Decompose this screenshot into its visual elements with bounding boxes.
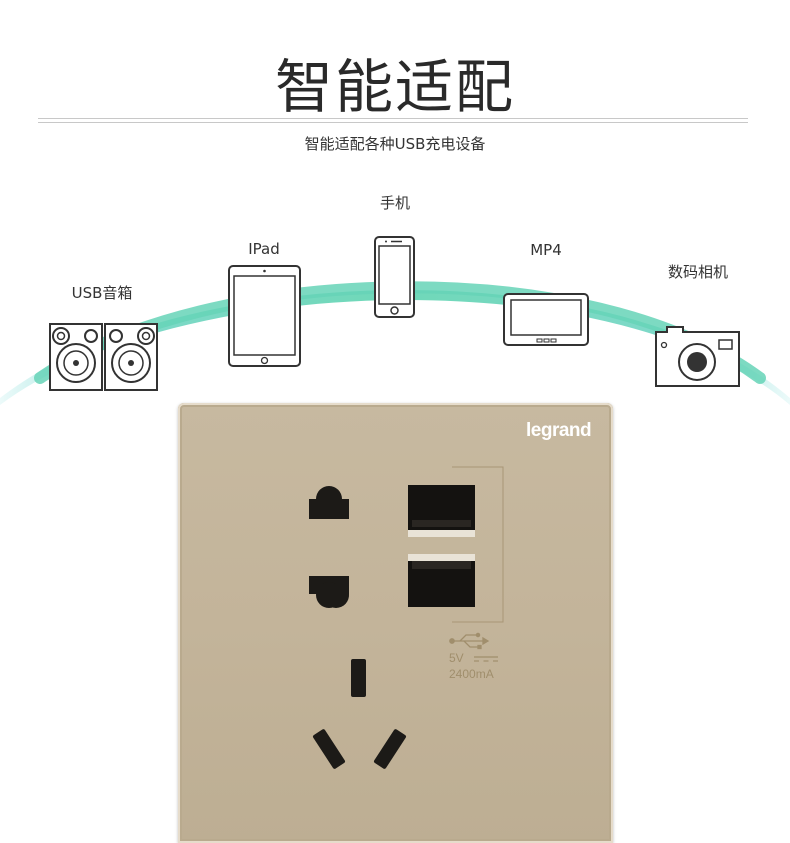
device-label-phone: 手机 — [379, 194, 411, 212]
two-pin-socket-top — [309, 486, 349, 519]
socket-panel — [178, 403, 613, 843]
connection-arc — [0, 289, 790, 405]
phone-icon — [374, 236, 415, 318]
ground-pin-slot — [351, 659, 366, 697]
device-label-tablet: IPad — [248, 240, 280, 258]
mp4-player-icon — [503, 293, 589, 346]
usb-bracket — [452, 466, 504, 623]
dc-symbol-icon — [474, 656, 498, 662]
neutral-pin-slot-right — [374, 729, 406, 769]
live-pin-slot-left — [313, 729, 345, 769]
two-pin-socket-bottom — [309, 576, 350, 609]
tablet-icon — [228, 265, 301, 367]
device-label-speakers: USB音箱 — [71, 284, 133, 302]
usb-port-bottom — [408, 554, 475, 607]
device-label-mp4: MP4 — [530, 241, 562, 259]
device-label-camera: 数码相机 — [667, 263, 729, 281]
speakers-icon — [49, 323, 158, 391]
usb-port-top — [408, 485, 475, 537]
title-divider-top — [38, 118, 748, 119]
usb-voltage: 5V — [449, 651, 464, 665]
brand-logo: legrand — [526, 420, 592, 441]
usb-symbol-icon — [449, 632, 490, 650]
page-subtitle: 智能适配各种USB充电设备 — [304, 135, 486, 153]
page-title: 智能适配 — [274, 53, 515, 121]
camera-icon — [655, 326, 740, 387]
title-divider-bottom — [38, 122, 748, 123]
usb-current: 2400mA — [449, 667, 494, 681]
